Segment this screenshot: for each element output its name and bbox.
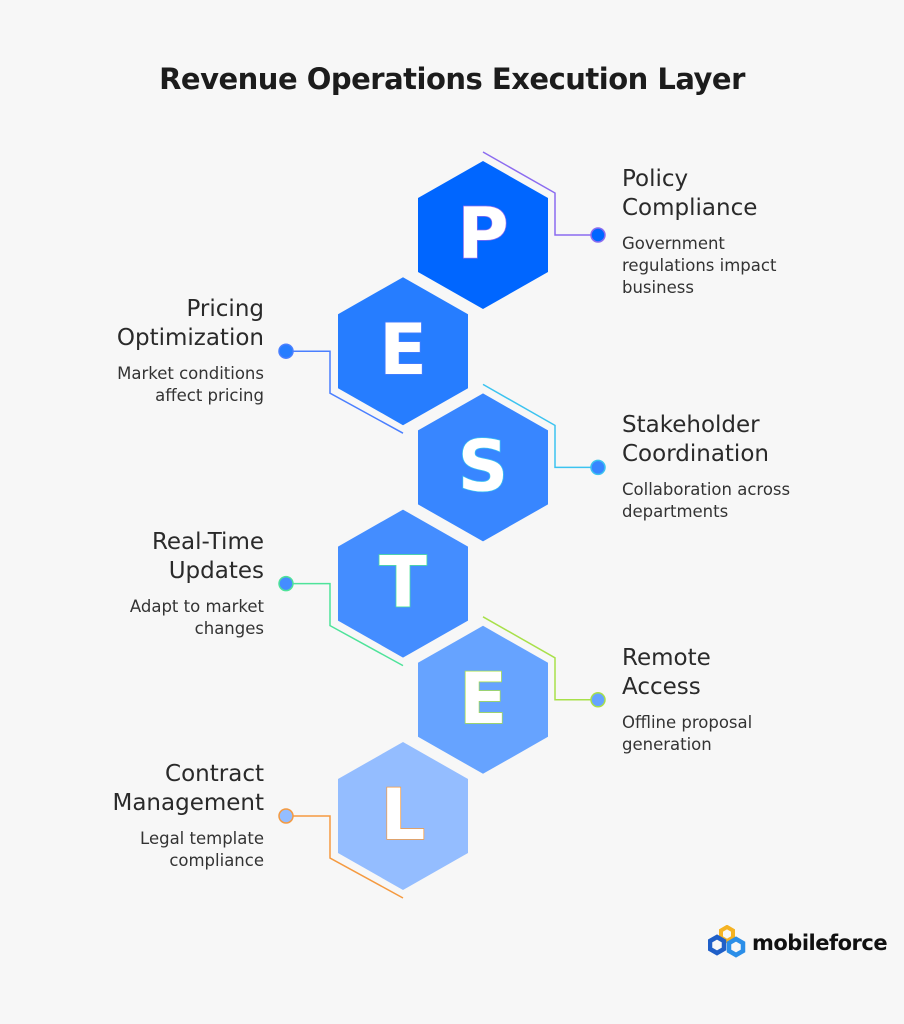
page-title: Revenue Operations Execution Layer — [159, 62, 745, 96]
connector-line — [482, 151, 595, 236]
logo-mark-icon — [708, 925, 746, 958]
hexagon-l — [338, 742, 468, 890]
hexagon-letter: P — [457, 193, 508, 275]
hexagon-p — [418, 161, 548, 309]
hexagon-letter: L — [381, 774, 426, 856]
connector-dot — [278, 343, 294, 359]
hexagon-letter: E — [459, 658, 507, 740]
hexagon-letter: T — [379, 542, 427, 624]
hexagon-letter: S — [458, 425, 508, 507]
hexagon-t — [338, 509, 468, 658]
logo-text: mobileforce — [752, 931, 888, 955]
connector-line — [482, 383, 595, 469]
hexagon-s — [418, 393, 548, 542]
connector-dot — [590, 227, 606, 243]
hexagon-e — [338, 277, 468, 426]
connector-dot — [590, 692, 606, 708]
connector-dot — [278, 808, 294, 824]
hexagon-e — [418, 625, 548, 774]
connector-dot — [590, 459, 606, 476]
connector-line — [291, 350, 404, 434]
connector-line — [482, 616, 595, 701]
mobileforce-logo: mobileforce — [708, 925, 888, 961]
connector-line — [291, 815, 404, 899]
hexagon-letter: E — [379, 309, 427, 391]
connector-dot — [278, 575, 294, 592]
connector-line — [291, 582, 404, 667]
